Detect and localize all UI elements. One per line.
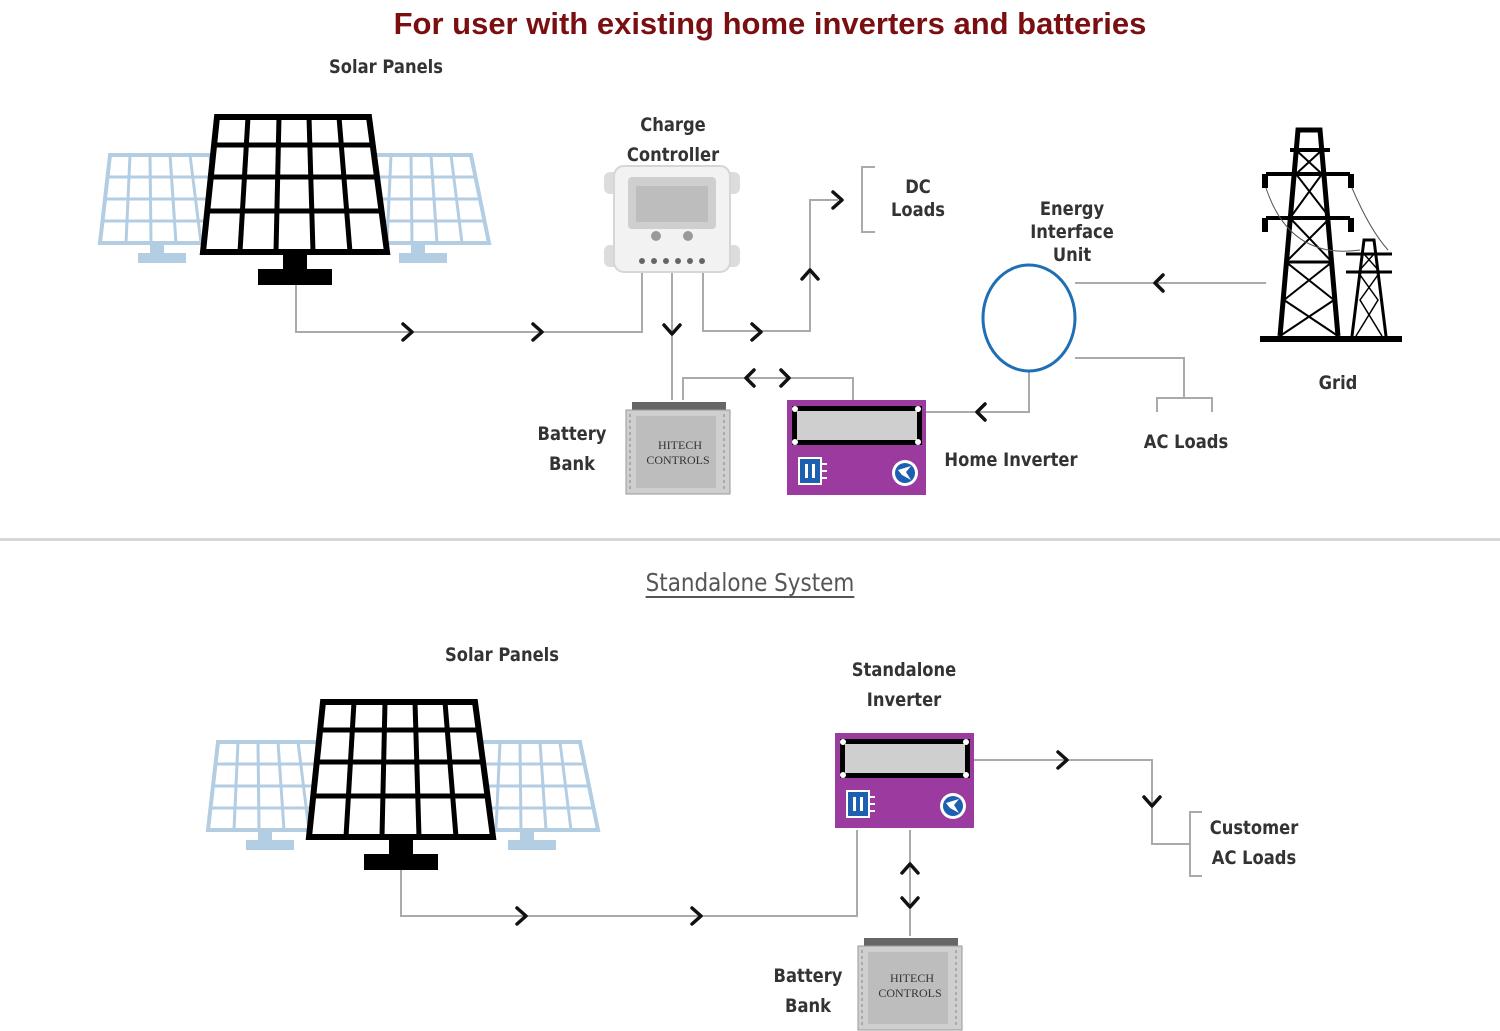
arrow-left — [975, 402, 987, 422]
arrow-right — [779, 368, 791, 388]
section-divider — [0, 538, 1500, 541]
grid-label: Grid — [1318, 372, 1358, 394]
battery-2-brand-line1: HITECH — [890, 971, 934, 985]
arrow-left — [1153, 273, 1165, 293]
ac-loads-label: AC Loads — [1143, 431, 1229, 453]
battery-bank-2-line2: Bank — [785, 995, 831, 1017]
charge-controller-label: Charge Controller — [626, 114, 720, 166]
arrow-down — [1142, 795, 1162, 808]
standalone-inverter-label: Standalone Inverter — [844, 655, 964, 715]
arrow-up — [800, 268, 820, 281]
energy-interface-line2: Unit — [1052, 244, 1092, 266]
arrow-right — [690, 906, 703, 926]
arrow-right — [531, 322, 544, 342]
battery-1-brand-line1: HITECH — [658, 438, 702, 452]
arrow-down — [662, 323, 682, 336]
battery-bank-label-2: Battery Bank — [765, 961, 851, 1021]
home-inverter-label: Home Inverter — [944, 449, 1078, 471]
solar-panels-label-1: Solar Panels — [329, 56, 443, 78]
customer-ac-loads-line2: AC Loads — [1211, 847, 1297, 869]
arrow-up — [900, 862, 920, 875]
standalone-inverter-line1: Standalone — [851, 659, 957, 681]
grid-tower-icon — [1260, 127, 1402, 342]
dc-loads-line1: DC — [905, 176, 931, 198]
arrow-right — [750, 322, 763, 342]
solar-panels-label-2: Solar Panels — [445, 644, 559, 666]
energy-interface-unit-label: Energy Interface Unit — [999, 198, 1145, 267]
dc-loads-line2: Loads — [890, 199, 946, 221]
solar-panel-group-1 — [98, 117, 491, 285]
arrow-right — [831, 190, 844, 210]
standalone-inverter-icon — [834, 732, 975, 829]
energy-interface-line1: Energy Interface — [1030, 198, 1114, 243]
charge-controller-device — [604, 165, 740, 273]
battery-1-brand-line2: CONTROLS — [646, 453, 709, 467]
solar-panel-front — [203, 117, 387, 285]
flow-arrows-section1 — [401, 190, 1165, 422]
arrow-right — [401, 322, 414, 342]
battery-bank-1-line2: Bank — [549, 453, 595, 475]
arrow-down — [900, 896, 920, 909]
customer-ac-loads-label: Customer AC Loads — [1202, 813, 1305, 873]
arrow-left — [744, 368, 756, 388]
page-title: For user with existing home inverters an… — [393, 6, 1147, 41]
battery-bank-label-1: Battery Bank — [529, 419, 615, 479]
solar-panel-group-2 — [206, 702, 600, 870]
standalone-inverter-line2: Inverter — [866, 689, 942, 711]
customer-ac-loads-line1: Customer — [1209, 817, 1299, 839]
wires-section2 — [400, 759, 1202, 936]
standalone-system-subtitle: Standalone System — [645, 568, 855, 597]
flow-arrows-section2 — [515, 750, 1162, 926]
dc-loads-label: DC Loads — [884, 176, 953, 222]
battery-bank-2-line1: Battery — [773, 965, 843, 987]
energy-interface-unit-ring — [981, 263, 1077, 373]
arrow-right — [515, 906, 528, 926]
battery-2-brand-line2: CONTROLS — [878, 986, 941, 1000]
battery-bank-1-line1: Battery — [537, 423, 607, 445]
home-inverter-icon — [786, 399, 927, 496]
solar-panel-front-2 — [309, 702, 493, 870]
arrow-right — [1056, 750, 1069, 770]
